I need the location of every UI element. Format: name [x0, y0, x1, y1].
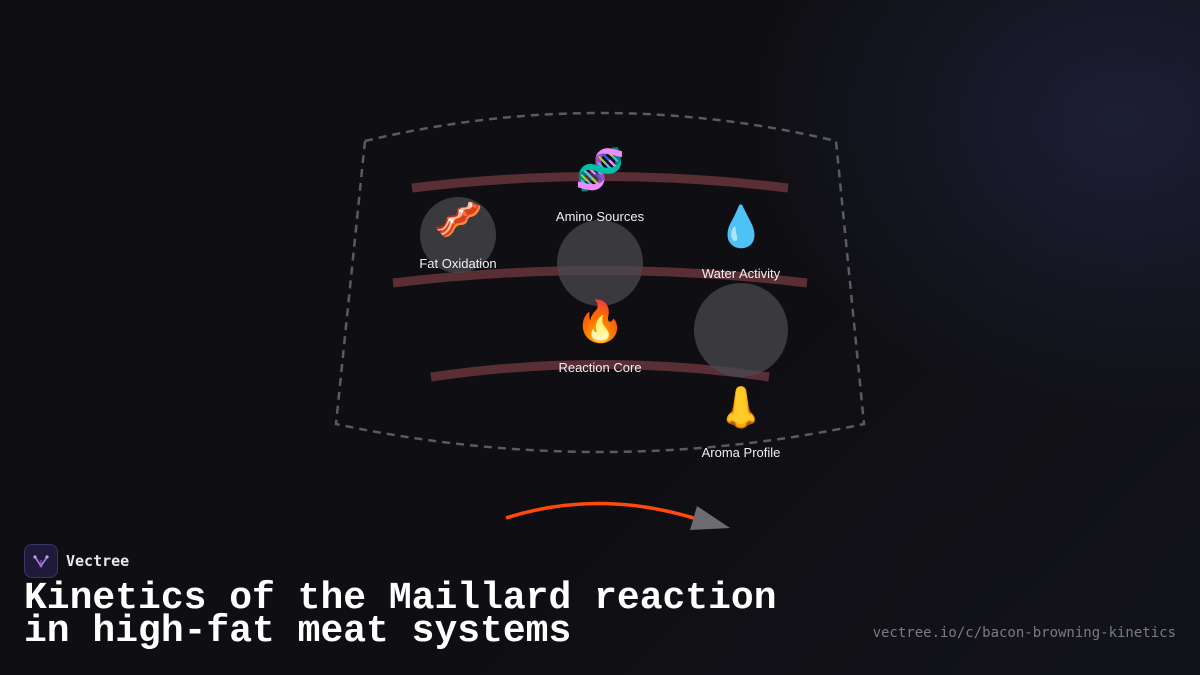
flow-arrow-head — [690, 506, 730, 530]
brand-name: Vectree — [66, 552, 130, 570]
node-label-amino-sources: Amino Sources — [555, 209, 645, 224]
node-circle-water[interactable] — [694, 283, 788, 377]
flow-arrow — [505, 501, 701, 522]
droplet-icon: 💧 — [716, 205, 766, 249]
diagram-boundary — [334, 111, 866, 454]
bacon-icon: 🥓 — [433, 198, 483, 242]
layer-band-top — [411, 172, 789, 193]
node-label-fat-oxidation: Fat Oxidation — [419, 256, 497, 271]
node-label-reaction-core: Reaction Core — [558, 360, 642, 375]
node-label-aroma-profile: Aroma Profile — [701, 445, 781, 460]
source-url[interactable]: vectree.io/c/bacon-browning-kinetics — [872, 625, 1176, 641]
fire-icon: 🔥 — [575, 300, 625, 344]
vectree-logo-icon — [24, 544, 58, 578]
brand: Vectree — [24, 544, 129, 578]
page-title: Kinetics of the Maillard reaction in hig… — [24, 577, 777, 653]
dna-icon: 🧬 — [575, 148, 625, 192]
node-circle-fat[interactable] — [420, 197, 496, 273]
node-label-water-activity: Water Activity — [701, 266, 781, 281]
node-circle-amino[interactable] — [557, 220, 643, 306]
nose-icon: 👃 — [716, 386, 766, 430]
